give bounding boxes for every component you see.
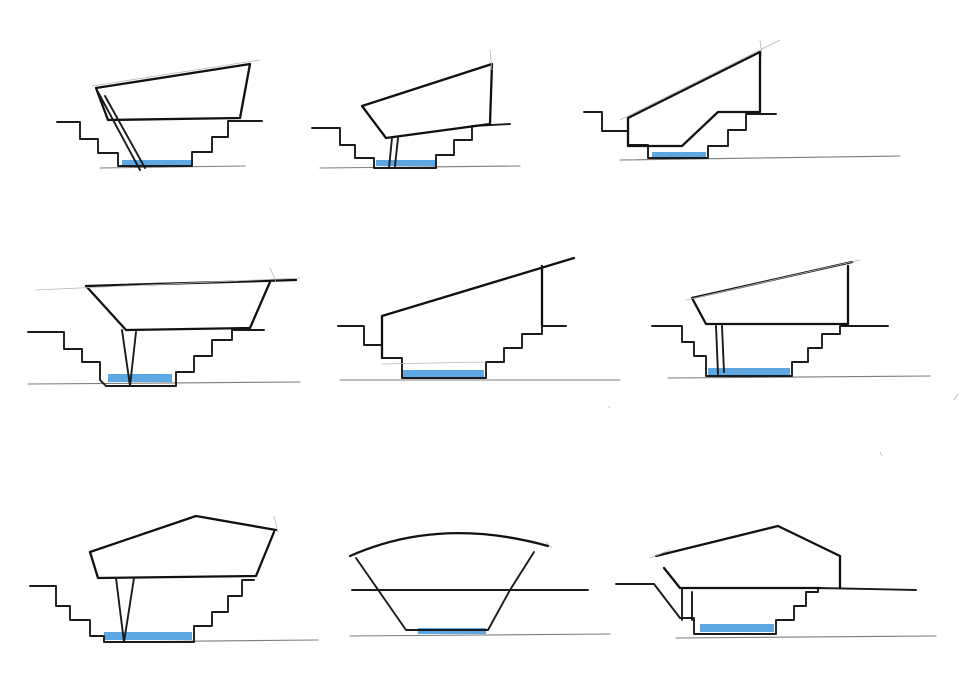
water-basin	[108, 374, 172, 382]
sketch-r1c1	[56, 59, 263, 171]
water-basin	[122, 160, 192, 166]
roof-volume	[626, 50, 762, 148]
water-basin	[700, 624, 774, 632]
support-strut	[715, 325, 725, 375]
sketch-r2c3	[651, 259, 931, 379]
sloped-basin	[355, 551, 535, 631]
construction-line	[545, 541, 553, 549]
ground-line	[619, 155, 901, 161]
stepped-pit	[337, 325, 567, 379]
ground-line	[319, 165, 521, 169]
stepped-pit	[27, 329, 265, 387]
sketch-r2c1	[27, 267, 301, 387]
gabled-canopy	[88, 514, 278, 580]
construction-line	[649, 549, 671, 559]
support-strut	[388, 137, 399, 169]
ground-line	[27, 381, 301, 385]
construction-line	[35, 267, 301, 291]
stepped-pit	[651, 325, 889, 377]
water-basin	[376, 160, 436, 166]
support-strut	[97, 91, 146, 171]
sketch-r2c2	[337, 256, 621, 381]
ground-line	[667, 375, 931, 379]
construction-line	[273, 515, 279, 533]
support-strut	[681, 587, 693, 621]
roof-volume	[380, 256, 576, 360]
v-strut	[115, 577, 135, 643]
ground-line	[349, 633, 611, 637]
stepped-pit	[583, 111, 777, 159]
sketch-r1c2	[311, 49, 521, 169]
stepped-pit	[311, 123, 511, 169]
roof-canopy	[360, 62, 494, 140]
v-strut	[121, 329, 137, 387]
ground-line	[675, 635, 937, 639]
water-basin	[402, 370, 484, 378]
construction-line	[489, 49, 493, 71]
construction-line	[619, 39, 781, 121]
asymmetric-gable-volume	[654, 524, 842, 590]
stray-marks	[607, 393, 959, 457]
roof-canopy	[94, 62, 252, 122]
sketch-r3c3	[615, 524, 937, 639]
ground-line	[99, 165, 246, 169]
construction-line	[381, 361, 487, 365]
construction-line	[685, 259, 861, 301]
sketch-r3c2	[348, 532, 611, 637]
arched-canopy	[348, 532, 550, 558]
construction-line	[91, 59, 261, 87]
stepped-pit	[29, 579, 255, 643]
water-basin	[104, 632, 192, 640]
water-basin	[418, 628, 486, 634]
stepped-pit-left	[56, 120, 263, 167]
sketch-r1c3	[583, 39, 901, 161]
water-basin	[652, 152, 706, 158]
canopy-inverted-trapezoid	[84, 278, 298, 332]
water-basin	[708, 368, 790, 376]
sketch-r3c1	[29, 514, 319, 643]
